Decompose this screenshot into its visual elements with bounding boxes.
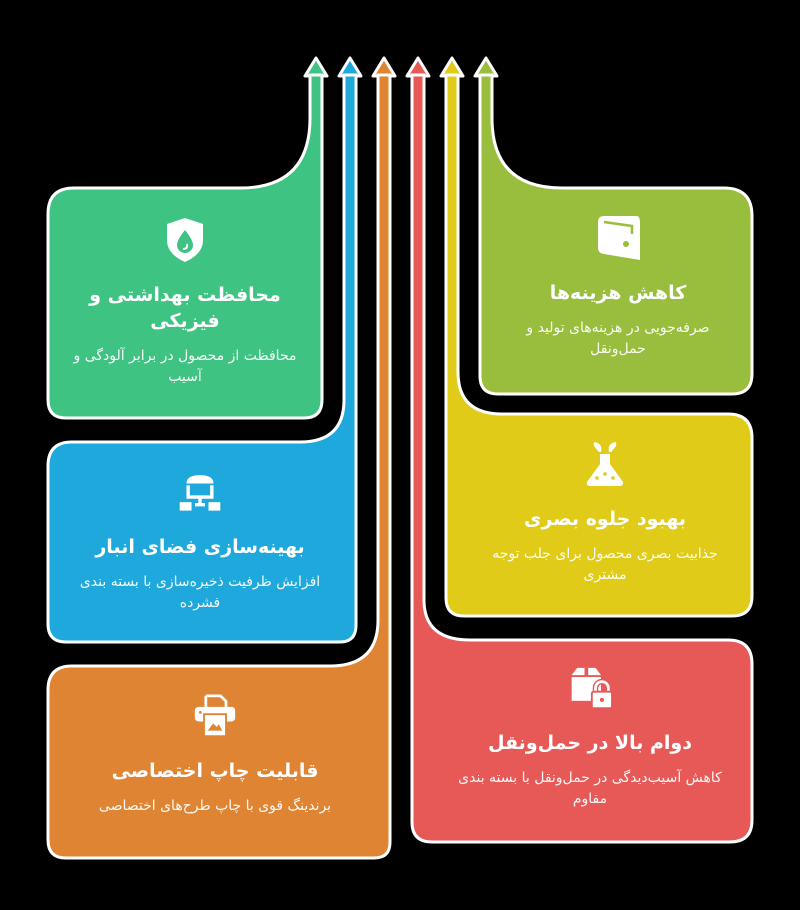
card-description: محافظت از محصول در برابر آلودگی و آسیب [73,348,297,385]
arrow-head-yellow [439,56,465,78]
arrow-head-orange [371,56,397,78]
arrow-head-lime [473,56,499,78]
card-description: کاهش آسیب‌دیدگی در حمل‌ونقل با بسته بندی… [458,770,722,807]
card-durability: دوام بالا در حمل‌ونقل کاهش آسیب‌دیدگی در… [440,664,740,810]
card-visual: بهبود جلوه بصری جذابیت بصری محصول برای ج… [470,440,740,586]
arrow-head-blue [337,56,363,78]
card-description: صرفه‌جویی در هزینه‌های تولید و حمل‌ونقل [526,320,710,357]
card-print: قابلیت چاپ اختصاصی برندینگ قوی با چاپ طر… [60,692,370,817]
wallet-icon [598,216,640,260]
arrow-head-green [303,56,329,78]
stem-card-orange [46,73,392,860]
card-description: جذابیت بصری محصول برای جلب توجه مشتری [492,546,718,583]
card-cost: کاهش هزینه‌ها صرفه‌جویی در هزینه‌های تول… [500,214,736,360]
card-title: قابلیت چاپ اختصاصی [111,760,319,782]
box-lock-icon [571,667,612,710]
card-title: محافظت بهداشتی و فیزیکی [89,284,281,332]
card-title: دوام بالا در حمل‌ونقل [488,732,692,754]
warehouse-network-icon [179,475,221,511]
card-description: افزایش ظرفیت ذخیره‌سازی با بسته بندی فشر… [79,574,321,611]
stem-card-red [410,73,754,844]
stem-card-yellow [444,73,754,618]
arrow-head-red [405,56,431,78]
card-hygiene: محافظت بهداشتی و فیزیکی محافظت از محصول … [60,216,310,388]
card-title: بهینه‌سازی فضای انبار [95,536,305,558]
shield-drop-icon [167,218,203,262]
arrowheads [303,56,499,78]
card-storage: بهینه‌سازی فضای انبار افزایش ظرفیت ذخیره… [60,468,340,614]
stem-card-blue [46,73,358,644]
card-title: بهبود جلوه بصری [524,508,686,530]
card-title: کاهش هزینه‌ها [549,282,687,304]
card-description: برندینگ قوی با چاپ طرح‌های اختصاصی [98,798,332,814]
printer-image-icon [194,694,236,738]
flask-sprout-icon [586,442,624,486]
